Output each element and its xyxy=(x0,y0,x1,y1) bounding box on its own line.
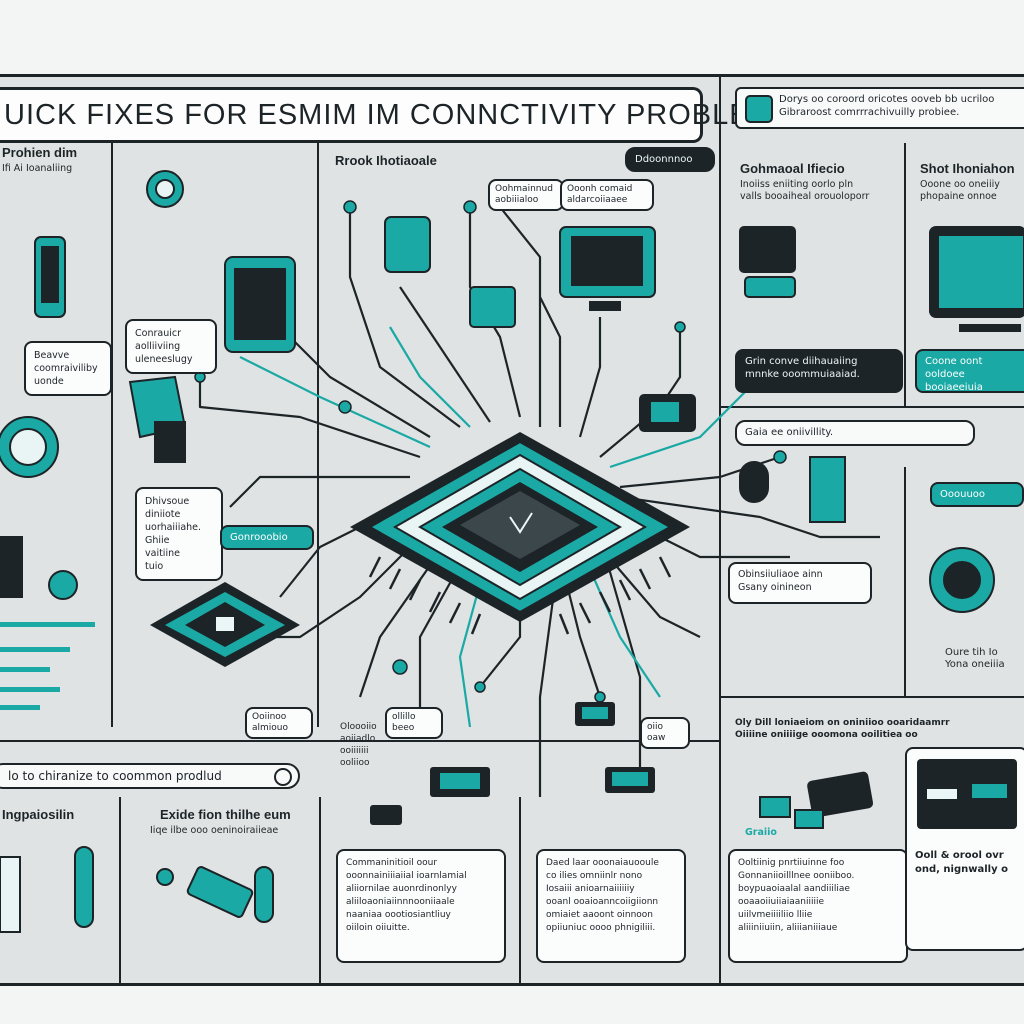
infographic-board: UICK FIXES FOR ESMIM IM CONNCTIVITY PROB… xyxy=(0,74,1024,986)
panel2-callout: Coone oont ooldoee booiaeeiuia unmailie. xyxy=(915,349,1024,393)
bottom-right-panel: Ooll & orool ovr ond, nignwally o xyxy=(905,747,1024,951)
left-heading: Prohien dim xyxy=(2,145,78,160)
left-chip-label: Ooiinoo almiouo xyxy=(245,707,313,739)
column3-side-tag: Gonrooobio xyxy=(220,525,314,550)
bottom-card-2: Daed laar ooonaiauooule co ilies omniinl… xyxy=(536,849,686,963)
monitor-icon xyxy=(917,759,1017,829)
column2-note-1: Conrauicr aolliiviing uleneeslugy xyxy=(125,319,217,374)
column3-badge: Ddoonnnoo xyxy=(625,147,715,172)
panel2-subtext: Ooone oo oneiiiy phopaine onnoe xyxy=(920,179,1000,202)
top-right-note: Dorys oo coroord oricotes ooveb bb ucril… xyxy=(735,87,1024,129)
column2-note-2: Dhivsoue diniiote uorhaiiiahe. Ghiie vai… xyxy=(135,487,223,581)
bottom-col2-sub: Iiqe ilbe ooo oeninoiraiieae xyxy=(150,825,279,836)
bottom-right-note: Oly Dill loniaeiom on oniniioo ooaridaam… xyxy=(735,718,950,740)
dark-tag: Ooouuoo xyxy=(930,482,1024,507)
side-note: Oure tih Io Yona oneiiia xyxy=(945,647,1005,670)
column3-tag-left: Oohmainnud aobiiialoo xyxy=(488,179,564,211)
circuit-wiring xyxy=(0,77,1024,983)
bottom-banner: lo to chiranize to coommon prodlud xyxy=(0,763,300,789)
page-title: UICK FIXES FOR ESMIM IM CONNCTIVITY PROB… xyxy=(4,98,815,131)
column3-tag-right: Ooonh comaid aldarcoiiaaee xyxy=(560,179,654,211)
note-line-2: Gibraroost comrrrachivuilly probiee. xyxy=(779,107,960,118)
bottom-card-1: Commaninitioil oour ooonnainiiiaiial ioa… xyxy=(336,849,506,963)
banner-text: lo to chiranize to coommon prodlud xyxy=(8,769,222,783)
left-chip xyxy=(150,582,300,667)
power-icon[interactable] xyxy=(274,768,292,786)
mid-chip-label-1: ollillo beeo xyxy=(385,707,443,739)
panel1-callout: Grin conve diihauaiing mnnke ooommuiaaia… xyxy=(735,349,903,393)
left-note-card: Beavve coomraiviliby uonde xyxy=(24,341,112,396)
bottom-col1-heading: Ingpaiosilin xyxy=(2,807,75,822)
mid-tag: Gaia ee oniivillity. xyxy=(735,420,975,446)
column3-heading: Rrook Ihotiaoale xyxy=(335,153,437,168)
bottom-card-3: Ooltiinig pnrtiiuinne foo Gonnaniioillln… xyxy=(728,849,908,963)
note-line-1: Dorys oo coroord oricotes ooveb bb ucril… xyxy=(779,94,995,105)
mid-chip-label-2: Oloooiio aoiiadlo ooiiiiiii ooliioo xyxy=(340,722,377,768)
chip-callout: Obinsiiuliaoe ainn Gsany oinineon xyxy=(728,562,872,604)
small-chip-label: oiio oaw xyxy=(640,717,690,749)
left-subtext: Ifi Ai Ioanaliing xyxy=(2,163,73,174)
bottom-col2-heading: Exide fion thilhe eum xyxy=(160,807,291,822)
panel1-heading: Gohmaoal Ifiecio xyxy=(740,161,845,176)
title-bar: UICK FIXES FOR ESMIM IM CONNCTIVITY PROB… xyxy=(0,87,814,143)
panel2-heading: Shot Ihoniahon xyxy=(920,161,1015,176)
right-card-text: Ooll & orool ovr ond, nignwally o xyxy=(915,850,1008,875)
tiny-label: Graiio xyxy=(745,827,777,838)
panel1-subtext: Inoiiss eniiting oorlo pln valls booaihe… xyxy=(740,179,870,202)
shield-icon xyxy=(745,95,773,123)
central-chip xyxy=(350,432,690,635)
